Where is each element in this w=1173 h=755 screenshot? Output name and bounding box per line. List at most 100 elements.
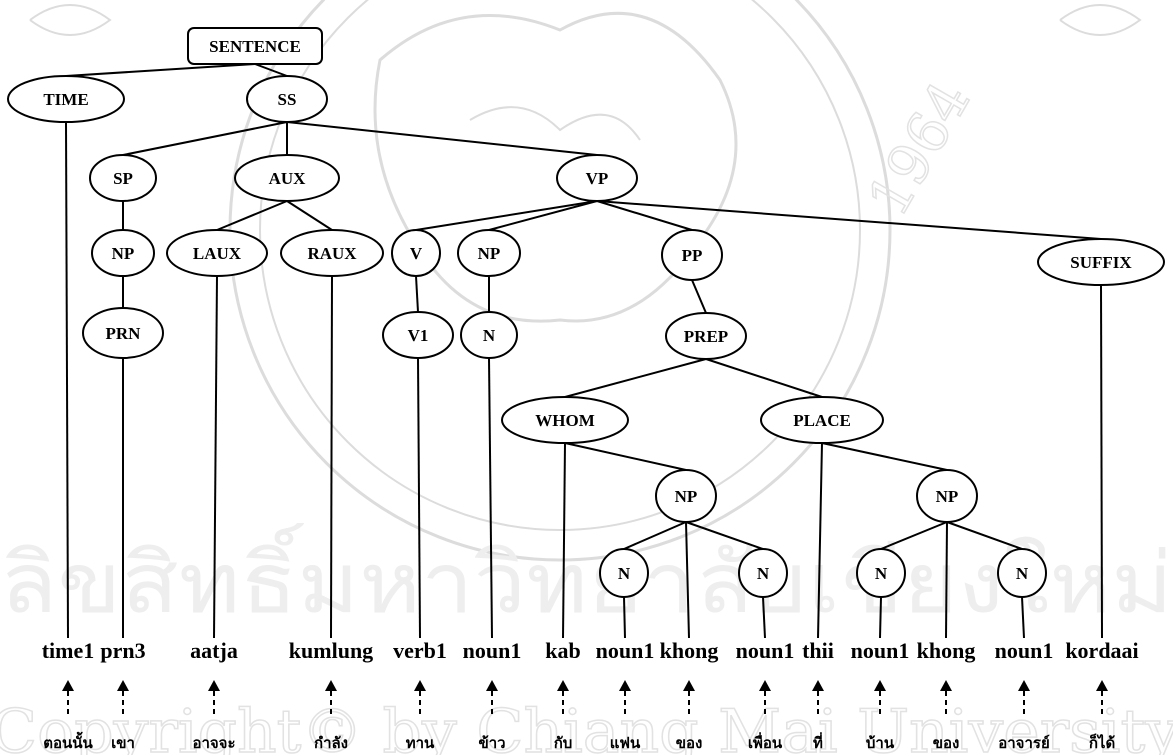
node-label: AUX <box>269 169 307 188</box>
leaf-edge <box>417 357 421 639</box>
token-word: noun1 <box>463 638 522 663</box>
token-word: kordaai <box>1065 638 1138 663</box>
node-box <box>187 27 323 65</box>
thai-gloss: กับ <box>554 734 573 752</box>
tree-edge <box>254 63 288 77</box>
up-arrow-icon <box>759 680 771 691</box>
thai-gloss: ที่ <box>813 732 823 752</box>
up-arrow-icon <box>62 680 74 691</box>
tree-edges <box>65 63 1103 639</box>
leaf-edge <box>685 521 690 639</box>
token-row: time1ตอนนั้นprn3เขาaatjaอาจจะkumlungกำลั… <box>42 638 1139 752</box>
tree-edge <box>122 121 288 156</box>
node-label: SUFFIX <box>1070 253 1132 272</box>
node-v1: V1 <box>382 311 454 359</box>
node-ellipse <box>1037 238 1165 286</box>
node-np-subj: NP <box>91 229 155 277</box>
leaf-edge <box>817 442 823 639</box>
tree-edge <box>216 200 288 231</box>
up-arrow-icon <box>117 680 129 691</box>
node-ellipse <box>599 548 649 598</box>
tree-edge <box>691 279 707 314</box>
up-arrow-icon <box>557 680 569 691</box>
node-label: NP <box>675 487 698 506</box>
tree-edge <box>65 63 256 77</box>
node-ellipse <box>655 469 717 523</box>
leaf-edge <box>213 275 218 639</box>
node-ellipse <box>916 469 978 523</box>
node-ellipse <box>89 154 157 202</box>
up-arrow-icon <box>414 680 426 691</box>
node-ss: SS <box>246 75 328 123</box>
watermark-thai-line: ลิขสิทธิ์มหาวิทยาลัยเชียงใหม่ <box>0 522 1173 632</box>
leaf-edge <box>488 357 493 639</box>
token-word: kumlung <box>289 638 373 663</box>
node-label: PP <box>682 246 703 265</box>
node-np-place: NP <box>916 469 978 523</box>
node-vp: VP <box>556 154 638 202</box>
node-label: PLACE <box>793 411 851 430</box>
leaf-edge <box>1021 596 1025 639</box>
node-ellipse <box>997 548 1047 598</box>
thai-gloss: กำลัง <box>314 734 348 752</box>
node-ellipse <box>460 311 518 359</box>
node-ellipse <box>665 312 747 360</box>
node-label: NP <box>112 244 135 263</box>
tree-edge <box>880 521 948 550</box>
node-ellipse <box>760 396 884 444</box>
node-ellipse <box>382 311 454 359</box>
tree-edge <box>596 200 693 231</box>
node-ellipse <box>856 548 906 598</box>
node-prn: PRN <box>82 307 164 359</box>
node-n-p1: N <box>856 548 906 598</box>
token-word: noun1 <box>596 638 655 663</box>
node-v: V <box>391 229 441 277</box>
leaf-edge <box>330 275 333 639</box>
thai-gloss: ข้าว <box>478 734 505 752</box>
node-aux: AUX <box>234 154 340 202</box>
tree-edge <box>286 121 598 156</box>
leaf-edge <box>562 442 566 639</box>
node-label: V <box>410 244 423 263</box>
node-label: SP <box>113 169 133 188</box>
node-raux: RAUX <box>280 229 384 277</box>
up-arrow-icon <box>486 680 498 691</box>
node-np-obj: NP <box>457 229 521 277</box>
node-n-obj: N <box>460 311 518 359</box>
node-ellipse <box>501 396 629 444</box>
tree-edge <box>415 200 598 231</box>
tree-edge <box>705 358 823 398</box>
node-pp: PP <box>661 229 723 281</box>
tree-edge <box>415 275 419 313</box>
thai-gloss: อาจจะ <box>192 734 235 752</box>
node-ellipse <box>91 229 155 277</box>
node-label: VP <box>586 169 609 188</box>
node-ellipse <box>234 154 340 202</box>
tree-edge <box>623 521 687 550</box>
leaf-edge <box>623 596 626 639</box>
node-ellipse <box>391 229 441 277</box>
tree-edge <box>596 200 1102 240</box>
up-arrow-icon <box>1096 680 1108 691</box>
leaf-edge <box>1100 284 1103 639</box>
token-6: kab กับ <box>545 638 580 752</box>
token-word: noun1 <box>995 638 1054 663</box>
node-ellipse <box>246 75 328 123</box>
node-ellipse <box>738 548 788 598</box>
up-arrow-icon <box>1018 680 1030 691</box>
node-label: LAUX <box>193 244 242 263</box>
leaf-edge <box>65 121 69 639</box>
node-laux: LAUX <box>166 229 268 277</box>
node-label: SS <box>278 90 297 109</box>
node-label: N <box>757 564 770 583</box>
token-word: kab <box>545 638 580 663</box>
